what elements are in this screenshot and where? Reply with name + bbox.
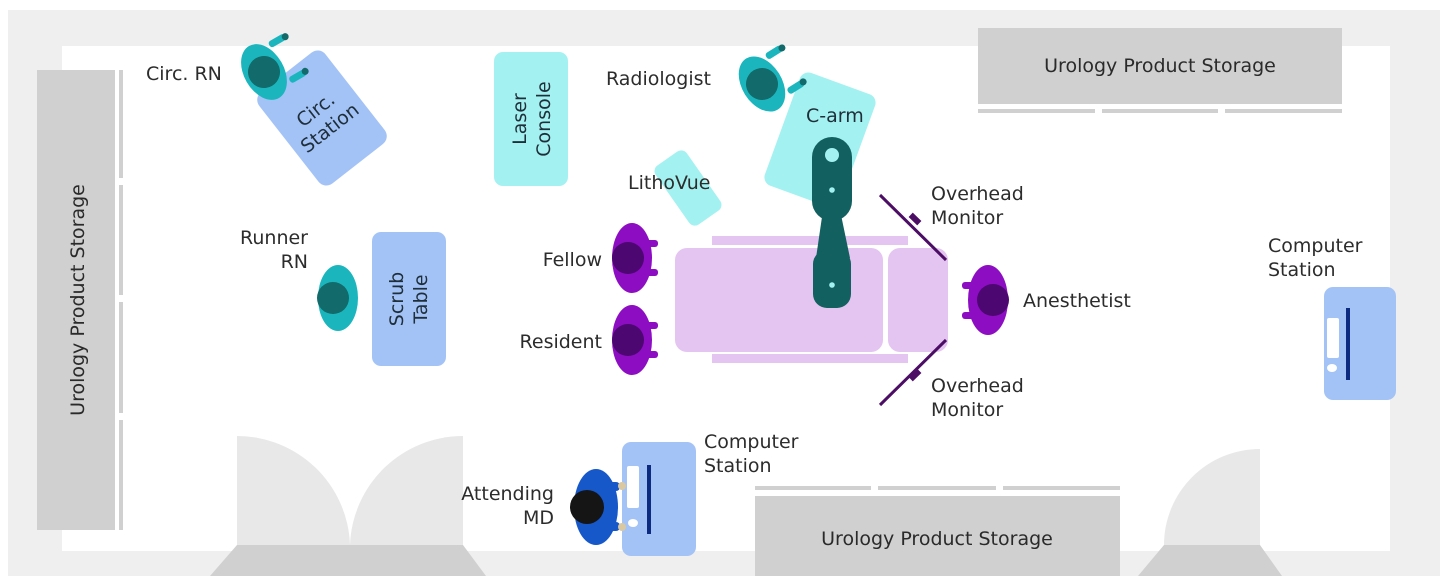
overhead-monitor-top-label-1: Overhead	[931, 183, 1024, 205]
storage-left-label: Urology Product Storage	[67, 184, 89, 416]
scrub-table-label-2: Table	[410, 274, 432, 324]
computer-station-bottom-label-2: Station	[704, 455, 772, 477]
storage-bottom: Urology Product Storage	[755, 486, 1120, 576]
laser-console-label-1: Laser	[509, 93, 531, 145]
storage-left: Urology Product Storage	[37, 70, 123, 530]
staff-circ-rn-label: Circ. RN	[146, 63, 222, 85]
keyboard-icon	[627, 466, 639, 508]
computer-station-bottom-label-1: Computer	[704, 431, 799, 453]
staff-runner-rn	[317, 265, 358, 331]
laser-console: Laser Console	[494, 52, 568, 186]
overhead-monitor-bottom-label-1: Overhead	[931, 375, 1024, 397]
laser-console-label-2: Console	[533, 81, 555, 156]
lithovue-label: LithoVue	[628, 172, 710, 194]
c-arm-arm	[812, 137, 852, 308]
keyboard-icon	[1327, 318, 1339, 358]
staff-attending-md	[570, 469, 626, 545]
mouse-icon	[1327, 364, 1337, 372]
storage-bottom-label: Urology Product Storage	[821, 528, 1053, 550]
mouse-icon	[628, 519, 638, 527]
door-right	[1138, 449, 1282, 576]
staff-anesthetist	[962, 265, 1009, 335]
computer-station-right-label-2: Station	[1268, 259, 1336, 281]
staff-runner-rn-label-1: Runner	[240, 227, 308, 249]
staff-fellow	[612, 223, 658, 293]
overhead-monitor-top-label-2: Monitor	[931, 207, 1003, 229]
staff-runner-rn-label-2: RN	[281, 251, 308, 273]
staff-radiologist	[738, 44, 807, 112]
computer-station-right-label-1: Computer	[1268, 235, 1363, 257]
storage-top-right-label: Urology Product Storage	[1044, 55, 1276, 77]
surgical-bed	[675, 236, 948, 363]
scrub-table-label-1: Scrub	[386, 272, 408, 326]
staff-anesthetist-label: Anesthetist	[1023, 290, 1131, 312]
computer-station-bottom	[622, 442, 696, 556]
staff-attending-md-label-2: MD	[523, 507, 554, 529]
overhead-monitor-bottom	[878, 338, 948, 407]
staff-attending-md-label-1: Attending	[461, 483, 554, 505]
staff-radiologist-label: Radiologist	[606, 68, 711, 90]
computer-station-right	[1324, 287, 1396, 400]
scrub-table: Scrub Table	[372, 232, 446, 366]
circ-station: Circ. Station	[257, 50, 387, 186]
door-left-double	[210, 435, 486, 576]
staff-fellow-label: Fellow	[543, 249, 602, 271]
staff-resident-label: Resident	[520, 331, 602, 353]
staff-resident	[612, 305, 658, 375]
c-arm-label: C-arm	[806, 105, 864, 127]
overhead-monitor-bottom-label-2: Monitor	[931, 399, 1003, 421]
storage-top-right: Urology Product Storage	[978, 28, 1342, 113]
staff-circ-rn	[241, 33, 309, 100]
overhead-monitor-top	[878, 193, 948, 262]
lithovue-unit	[654, 150, 722, 226]
